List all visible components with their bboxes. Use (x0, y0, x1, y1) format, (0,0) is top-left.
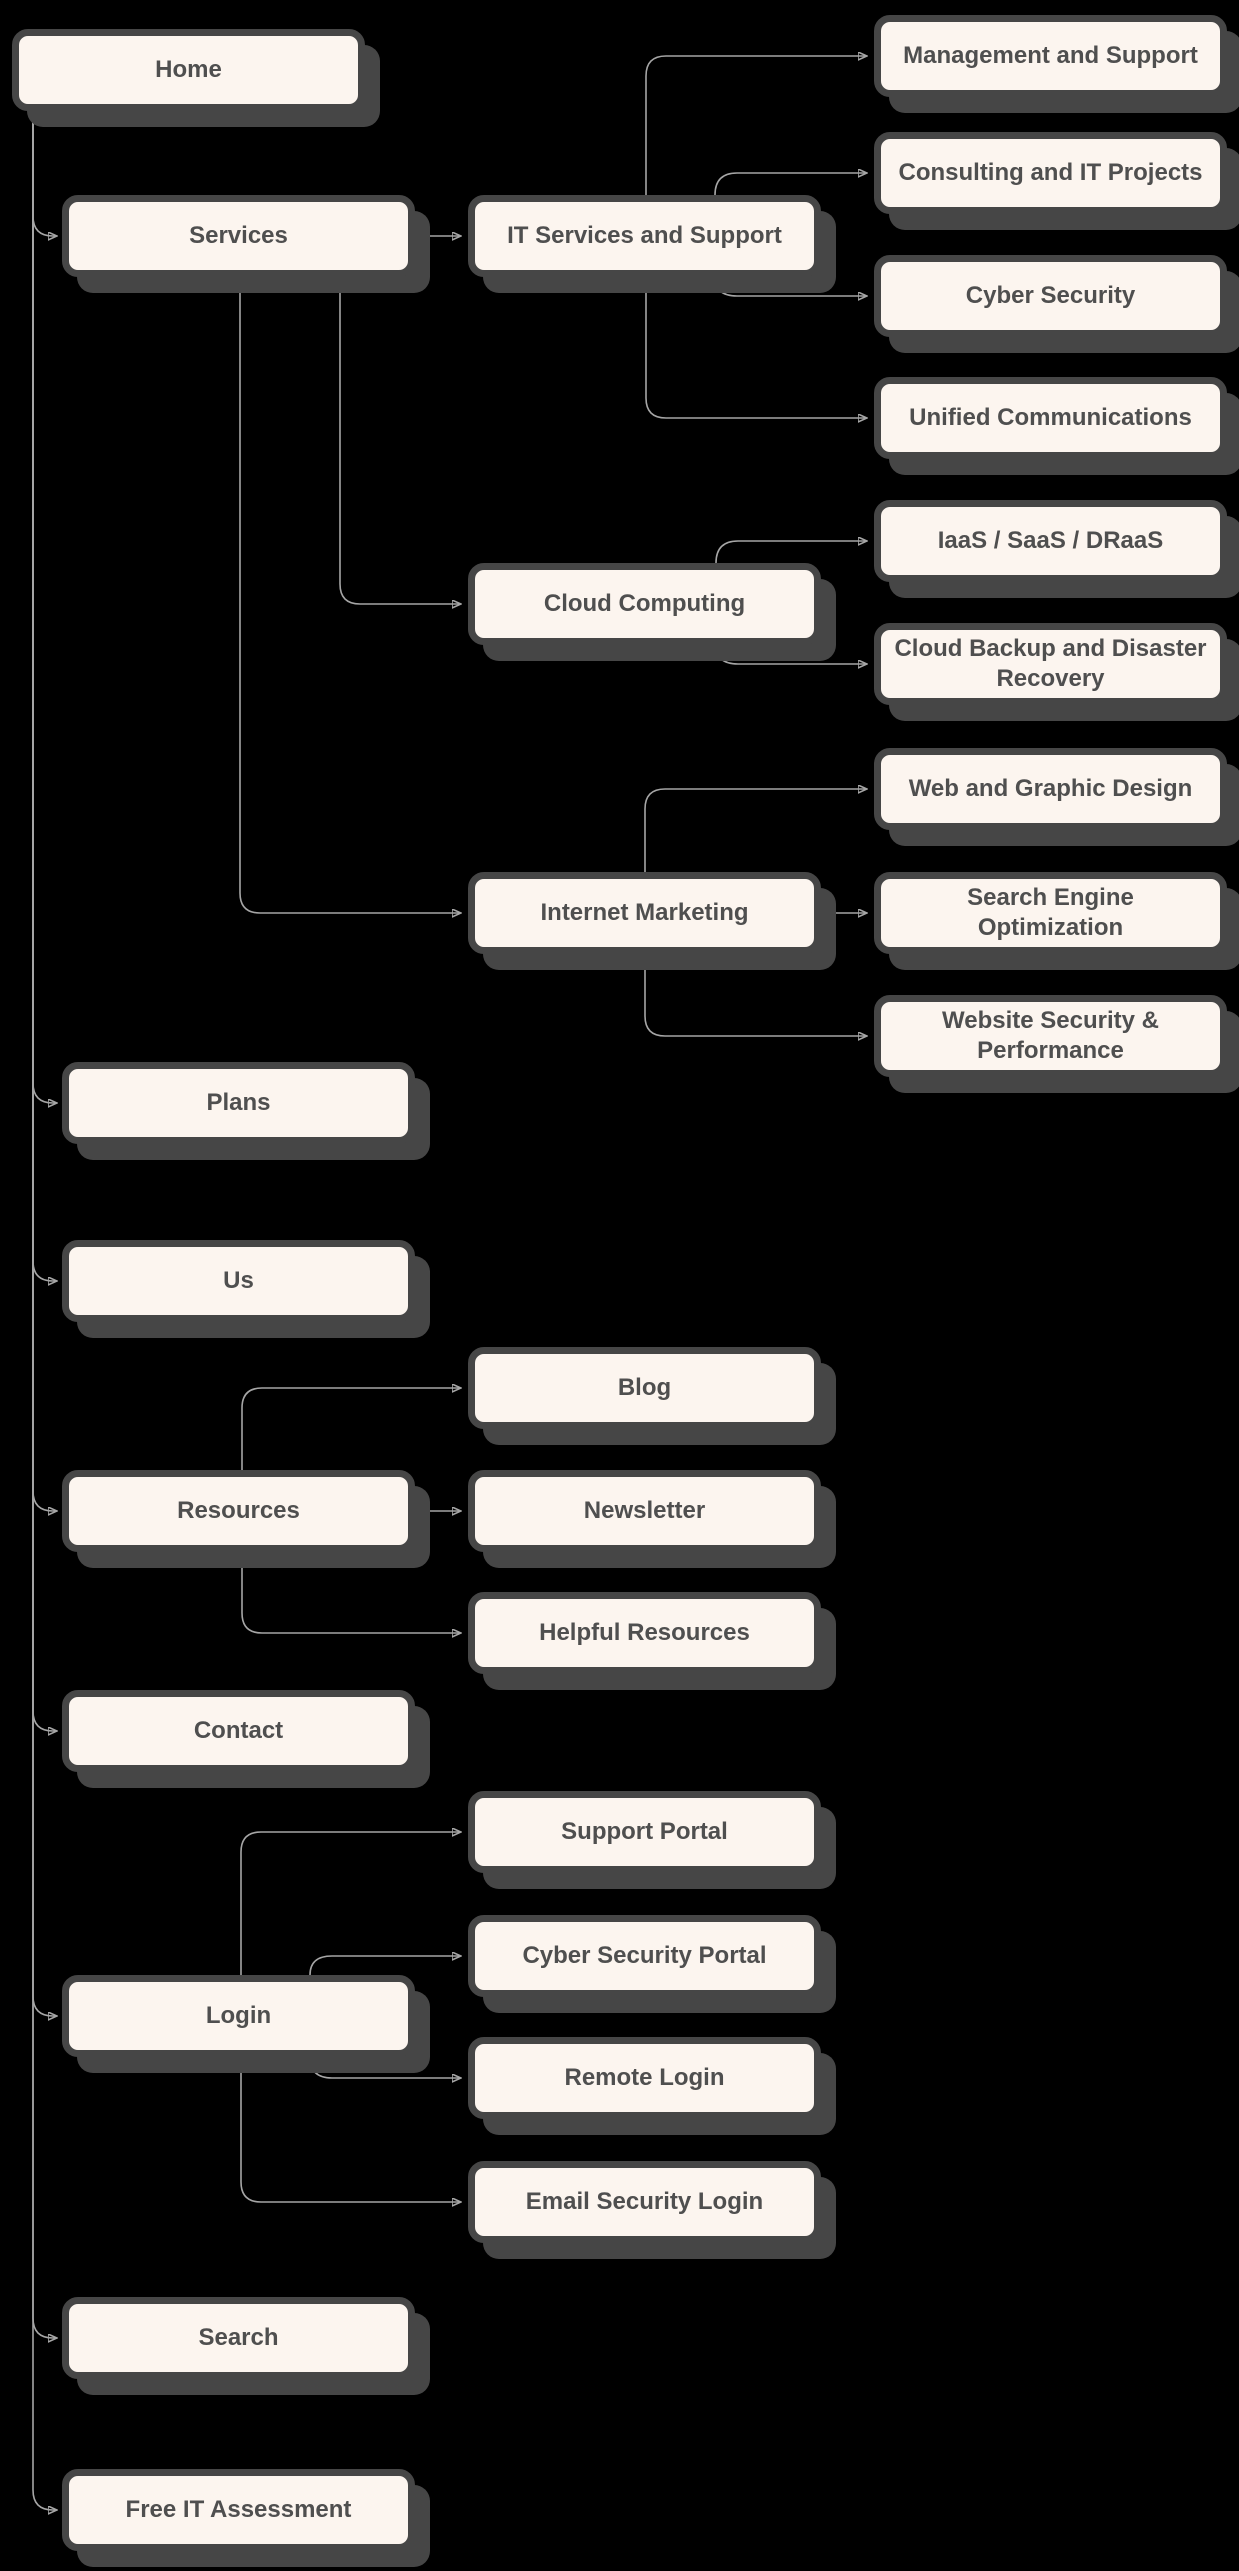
node-cyber-security-portal[interactable]: Cyber Security Portal (468, 1915, 821, 1997)
node-web-and-graphic-design[interactable]: Web and Graphic Design (874, 748, 1227, 830)
node-remote-login[interactable]: Remote Login (468, 2037, 821, 2119)
edge-login-support-portal (240, 1832, 460, 1975)
edge-home-login (32, 111, 56, 2016)
node-cyber-security-portal-label: Cyber Security Portal (522, 1942, 767, 1969)
node-login-label: Login (205, 2002, 272, 2029)
edge-cloud-computing-iaas (715, 541, 866, 564)
node-free-it-assessment-label: Free IT Assessment (125, 2496, 352, 2523)
node-cyber-security-label: Cyber Security (965, 282, 1136, 309)
edge-home-plans (32, 111, 56, 1103)
node-newsletter[interactable]: Newsletter (468, 1470, 821, 1552)
node-services[interactable]: Services (62, 195, 415, 277)
node-helpful-resources-label: Helpful Resources (539, 1619, 750, 1646)
node-us-label: Us (223, 1267, 254, 1294)
node-website-security-performance-label: Website Security & Performance (942, 1007, 1159, 1064)
node-blog-label: Blog (617, 1374, 672, 1401)
edge-home-contact (32, 111, 56, 1731)
edge-home-free-it-assessment (32, 111, 56, 2510)
node-login[interactable]: Login (62, 1975, 415, 2057)
node-search-engine-optimization-label: Search Engine Optimization (967, 884, 1134, 941)
node-cloud-backup-and-disaster-recovery[interactable]: Cloud Backup and Disaster Recovery (874, 623, 1227, 705)
node-remote-login-label: Remote Login (564, 2064, 725, 2091)
node-internet-marketing-label: Internet Marketing (540, 899, 749, 926)
node-resources[interactable]: Resources (62, 1470, 415, 1552)
edge-home-search (32, 111, 56, 2338)
edge-login-email-security-login (240, 2057, 460, 2202)
node-home-label: Home (155, 56, 222, 83)
node-cloud-computing-label: Cloud Computing (543, 590, 746, 617)
node-support-portal[interactable]: Support Portal (468, 1791, 821, 1873)
node-cloud-computing[interactable]: Cloud Computing (468, 563, 821, 645)
edge-its-unified-communications (645, 277, 866, 418)
edge-home-services (32, 111, 56, 236)
node-cloud-backup-and-disaster-recovery-label: Cloud Backup and Disaster Recovery (894, 635, 1207, 692)
node-search[interactable]: Search (62, 2297, 415, 2379)
node-email-security-login-label: Email Security Login (525, 2188, 764, 2215)
node-management-and-support-label: Management and Support (903, 42, 1198, 69)
node-contact-label: Contact (193, 1717, 284, 1744)
node-plans[interactable]: Plans (62, 1062, 415, 1144)
node-web-and-graphic-design-label: Web and Graphic Design (908, 775, 1193, 802)
node-home[interactable]: Home (12, 29, 365, 111)
node-iaas-saas-draas[interactable]: IaaS / SaaS / DRaaS (874, 500, 1227, 582)
edge-services-internet-marketing (239, 277, 460, 913)
node-plans-label: Plans (206, 1089, 271, 1116)
node-support-portal-label: Support Portal (561, 1818, 728, 1845)
node-website-security-performance[interactable]: Website Security & Performance (874, 995, 1227, 1077)
edge-cloud-computing-cloud-backup (715, 644, 866, 664)
node-search-label: Search (198, 2324, 279, 2351)
node-services-label: Services (189, 222, 288, 249)
edge-login-cyber-security-portal (309, 1956, 460, 1976)
node-internet-marketing[interactable]: Internet Marketing (468, 872, 821, 954)
node-consulting-and-it-projects-label: Consulting and IT Projects (898, 159, 1203, 186)
node-cyber-security[interactable]: Cyber Security (874, 255, 1227, 337)
edge-its-management-and-support (645, 56, 866, 195)
node-search-engine-optimization[interactable]: Search Engine Optimization (874, 872, 1227, 954)
edge-its-consulting-and-it-projects (714, 173, 866, 196)
edge-services-cloud-computing (339, 277, 460, 604)
node-email-security-login[interactable]: Email Security Login (468, 2161, 821, 2243)
node-unified-communications[interactable]: Unified Communications (874, 377, 1227, 459)
node-management-and-support[interactable]: Management and Support (874, 15, 1227, 97)
node-contact[interactable]: Contact (62, 1690, 415, 1772)
edge-its-cyber-security (714, 276, 866, 296)
node-blog[interactable]: Blog (468, 1347, 821, 1429)
edge-resources-blog (241, 1388, 460, 1470)
edge-resources-helpful-resources (241, 1552, 460, 1633)
node-consulting-and-it-projects[interactable]: Consulting and IT Projects (874, 132, 1227, 214)
node-it-services-and-support-label: IT Services and Support (507, 222, 782, 249)
node-free-it-assessment[interactable]: Free IT Assessment (62, 2469, 415, 2551)
node-us[interactable]: Us (62, 1240, 415, 1322)
node-helpful-resources[interactable]: Helpful Resources (468, 1592, 821, 1674)
edge-internet-marketing-website-security (644, 954, 866, 1036)
node-iaas-saas-draas-label: IaaS / SaaS / DRaaS (937, 527, 1164, 554)
edge-home-resources (32, 111, 56, 1511)
node-newsletter-label: Newsletter (583, 1497, 706, 1524)
edge-home-us (32, 111, 56, 1281)
node-unified-communications-label: Unified Communications (909, 404, 1192, 431)
edge-internet-marketing-web-design (644, 789, 866, 872)
edge-login-remote-login (309, 2056, 460, 2078)
node-resources-label: Resources (177, 1497, 300, 1524)
node-it-services-and-support[interactable]: IT Services and Support (468, 195, 821, 277)
